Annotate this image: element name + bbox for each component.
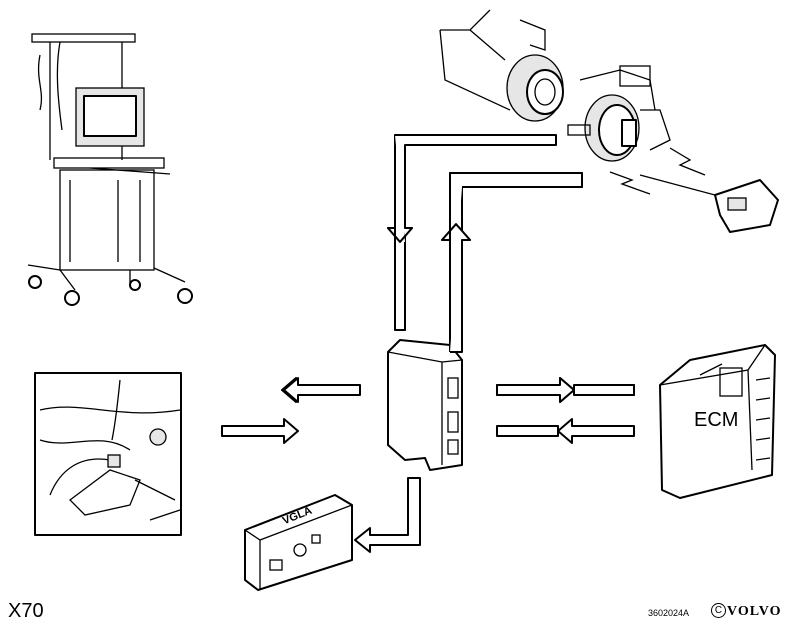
vgla-module: VGLA [244,494,353,591]
figure-number: 3602024A [648,608,690,618]
ignition-switch-and-key [439,9,779,233]
ecm-module: ECM [659,344,776,499]
ecm-label: ECM [694,409,738,431]
arrow-seat-to-cem [221,418,299,444]
signal-arrows [221,134,635,553]
seat-buckle-illustration [34,372,182,536]
arrow-ignition-to-cem [387,134,556,331]
arrow-ecm-to-cem [557,418,635,444]
ecm-connector-pins [755,377,771,461]
copyright-symbol: C [711,603,726,618]
central-electronic-module [387,339,463,471]
diagnostic-tester-trolley [27,33,193,306]
brand-logo: VOLVO [727,604,782,619]
figure-label: X70 [8,600,44,622]
arrow-cem-to-vgla [354,477,421,553]
